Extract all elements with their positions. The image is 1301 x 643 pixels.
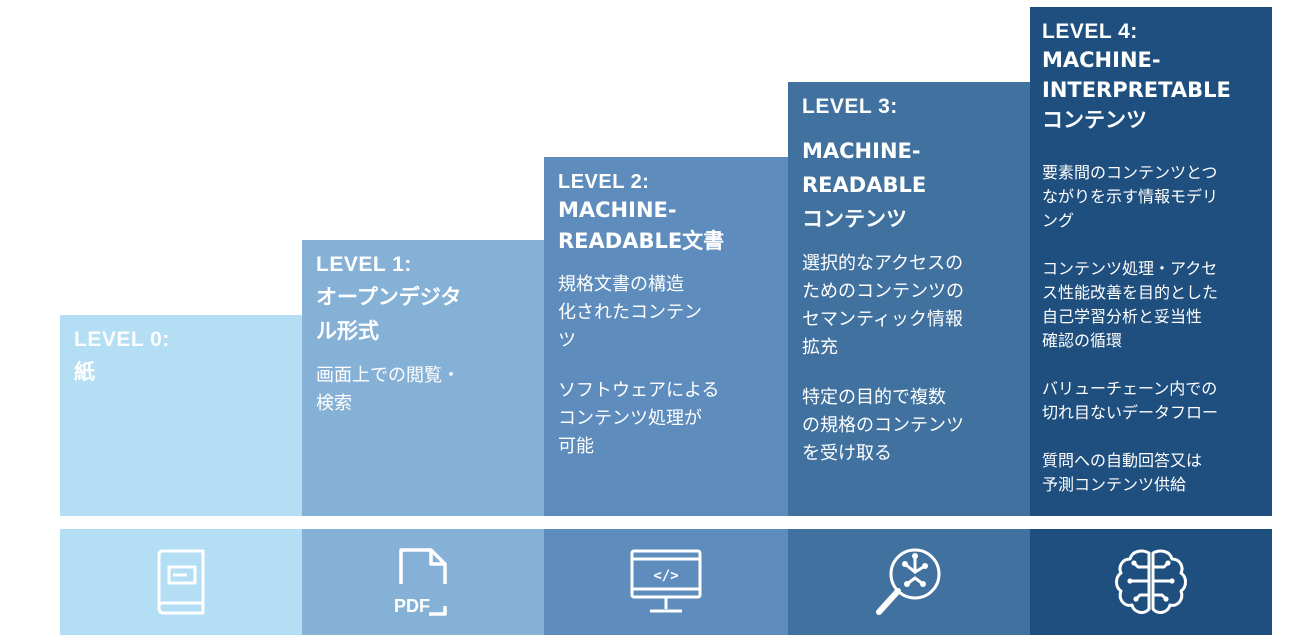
level-1-icon-cell: PDF [302, 529, 544, 635]
level-4-description-4: 質問への自動回答又は 予測コンテンツ供給 [1042, 451, 1203, 494]
level-1-title: オープンデジタ ル形式 [316, 285, 462, 343]
level-2-icon-cell: </> [544, 529, 788, 635]
level-2-description-2: ソフトウェアによる コンテンツ処理が 可能 [558, 380, 720, 457]
level-2-label: LEVEL 2: [558, 171, 650, 193]
level-1-label: LEVEL 1: [316, 253, 412, 276]
pdf-file-icon: PDF [394, 548, 447, 616]
level-2-title: MACHINE- READABLE文書 [558, 198, 725, 253]
level-3-step: LEVEL 3: MACHINE- READABLE コンテンツ 選択的なアクセ… [788, 82, 1030, 516]
level-1-step: LEVEL 1: オープンデジタ ル形式 画面上での閲覧・ 検索 [302, 240, 544, 516]
level-2-step: LEVEL 2: MACHINE- READABLE文書 規格文書の構造 化され… [544, 157, 788, 516]
pdf-label: PDF [394, 596, 430, 616]
magnifier-circuit-icon [876, 548, 941, 615]
level-3-descriptions: 選択的なアクセスの ためのコンテンツの セマンティック情報 拡充 特定の目的で複… [802, 250, 1016, 468]
level-3-title: MACHINE- READABLE コンテンツ [802, 139, 927, 231]
level-4-description-3: バリューチェーン内での 切れ目ないデータフロー [1042, 379, 1219, 422]
level-4-title: MACHINE- INTERPRETABLE コンテンツ [1042, 48, 1231, 132]
level-3-description-2: 特定の目的で複数 の規格のコンテンツ を受け取る [802, 387, 964, 464]
level-4-icon-cell [1030, 529, 1272, 635]
level-4-description-2: コンテンツ処理・アクセ ス性能改善を目的とした 自己学習分析と妥当性 確認の循環 [1042, 259, 1219, 350]
book-icon [157, 549, 205, 615]
level-3-icon-cell [788, 529, 1030, 635]
level-2-descriptions: 規格文書の構造 化されたコンテン ツ ソフトウェアによる コンテンツ処理が 可能 [558, 271, 774, 461]
level-0-label: LEVEL 0: [74, 328, 170, 351]
level-3-label: LEVEL 3: [802, 95, 898, 118]
level-3-description-1: 選択的なアクセスの ためのコンテンツの セマンティック情報 拡充 [802, 253, 964, 358]
level-1-description-1: 画面上での閲覧・ 検索 [316, 365, 460, 414]
level-2-description-1: 規格文書の構造 化されたコンテン ツ [558, 274, 702, 351]
level-4-descriptions: 要素間のコンテンツとつ ながりを示す情報モデリ ング コンテンツ処理・アクセ ス… [1042, 161, 1258, 497]
code-monitor-icon: </> [630, 549, 702, 613]
level-0-title: 紙 [74, 360, 95, 384]
level-0-step: LEVEL 0: 紙 [60, 315, 302, 516]
code-label: </> [653, 568, 678, 584]
level-4-description-1: 要素間のコンテンツとつ ながりを示す情報モデリ ング [1042, 163, 1219, 230]
level-1-descriptions: 画面上での閲覧・ 検索 [316, 362, 530, 418]
level-4-label: LEVEL 4: [1042, 20, 1138, 43]
level-4-step: LEVEL 4: MACHINE- INTERPRETABLE コンテンツ 要素… [1030, 7, 1272, 516]
level-0-icon-cell [60, 529, 302, 635]
brain-circuit-icon [1115, 549, 1187, 614]
